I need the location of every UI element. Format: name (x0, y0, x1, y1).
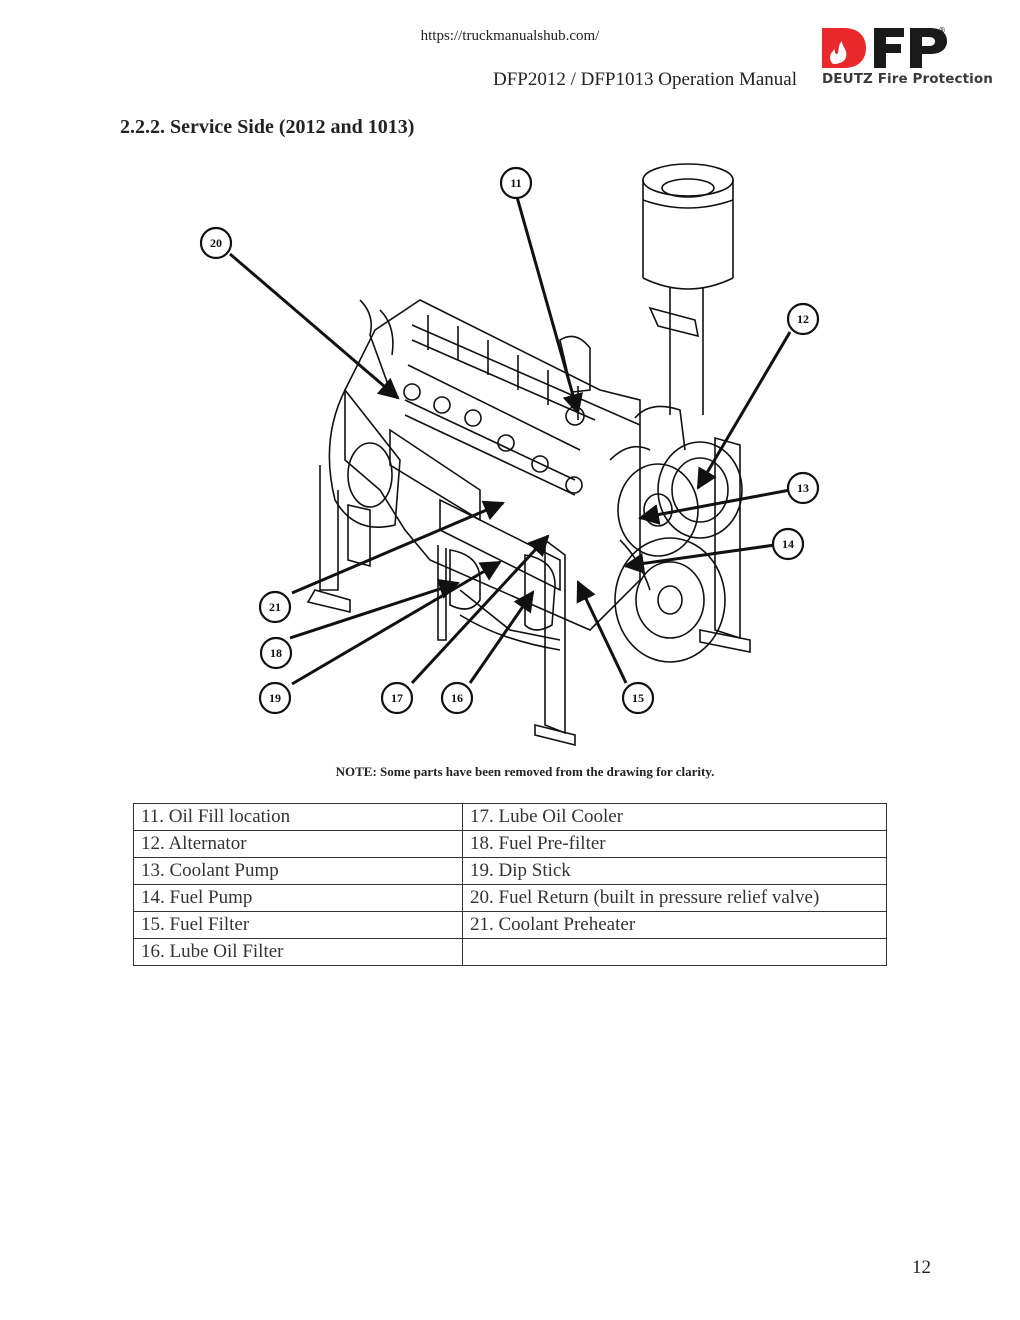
header-url: https://truckmanualshub.com/ (420, 28, 600, 44)
leader-21 (291, 500, 505, 595)
table-cell: 20. Fuel Return (built in pressure relie… (462, 884, 887, 912)
table-row: 13. Coolant Pump 19. Dip Stick (133, 857, 887, 885)
parts-table: 11. Oil Fill location 17. Lube Oil Coole… (133, 803, 887, 966)
leader-14 (622, 543, 776, 574)
callout-12: 12 (786, 302, 820, 336)
leader-18 (289, 578, 460, 640)
table-cell (462, 938, 887, 966)
callout-18-label: 18 (270, 646, 282, 660)
callout-14-label: 14 (782, 537, 794, 551)
table-cell: 16. Lube Oil Filter (133, 938, 463, 966)
callout-16-label: 16 (451, 691, 463, 705)
table-cell: 18. Fuel Pre-filter (462, 830, 887, 858)
registered-mark: ® (938, 26, 946, 35)
leader-17 (410, 534, 550, 685)
table-cell: 15. Fuel Filter (133, 911, 463, 939)
engine-diagram: 11 12 13 14 15 16 17 18 19 20 21 (180, 160, 860, 760)
leader-13 (637, 488, 791, 525)
diagram-note: NOTE: Some parts have been removed from … (335, 764, 715, 779)
callout-11-label: 11 (510, 176, 521, 190)
callout-17: 17 (380, 681, 414, 715)
leader-lines (229, 196, 792, 686)
table-cell: 19. Dip Stick (462, 857, 887, 885)
table-row: 12. Alternator 18. Fuel Pre-filter (133, 830, 887, 858)
leader-15 (576, 580, 628, 684)
table-cell: 17. Lube Oil Cooler (462, 803, 887, 831)
callout-20: 20 (199, 226, 233, 260)
table-row: 15. Fuel Filter 21. Coolant Preheater (133, 911, 887, 939)
callout-15: 15 (621, 681, 655, 715)
flywheel-housing (306, 299, 401, 614)
callout-17-label: 17 (391, 691, 403, 705)
callout-15-label: 15 (632, 691, 644, 705)
table-cell: 13. Coolant Pump (133, 857, 463, 885)
engine-block (344, 299, 641, 631)
callout-21: 21 (258, 590, 292, 624)
callout-11: 11 (499, 166, 533, 200)
callout-19-label: 19 (269, 691, 281, 705)
callout-16: 16 (440, 681, 474, 715)
callout-20-label: 20 (210, 236, 222, 250)
callout-19: 19 (258, 681, 292, 715)
table-cell: 11. Oil Fill location (133, 803, 463, 831)
page-number: 12 (912, 1257, 931, 1278)
engine-drawing: 11 12 13 14 15 16 17 18 19 20 21 (199, 163, 820, 747)
callout-12-label: 12 (797, 312, 809, 326)
callout-14: 14 (771, 527, 805, 561)
callout-13-label: 13 (797, 481, 809, 495)
leader-12 (696, 331, 792, 490)
table-row: 11. Oil Fill location 17. Lube Oil Coole… (133, 803, 887, 831)
table-cell: 21. Coolant Preheater (462, 911, 887, 939)
leader-19 (291, 560, 502, 686)
callout-13: 13 (786, 471, 820, 505)
manual-title: DFP2012 / DFP1013 Operation Manual (493, 69, 797, 90)
logo-text: DEUTZ Fire Protection (822, 71, 993, 87)
leader-20 (229, 252, 400, 400)
dfp-logo: ® DEUTZ Fire Protection (820, 24, 993, 94)
callout-18: 18 (259, 636, 293, 670)
pulleys (609, 405, 743, 663)
table-cell: 12. Alternator (133, 830, 463, 858)
table-row: 14. Fuel Pump 20. Fuel Return (built in … (133, 884, 887, 912)
table-cell: 14. Fuel Pump (133, 884, 463, 912)
air-cleaner (642, 163, 734, 415)
leader-16 (468, 590, 535, 684)
section-title: 2.2.2. Service Side (2012 and 1013) (120, 116, 415, 138)
dfp-logo-mark: ® (822, 26, 947, 68)
table-row: 16. Lube Oil Filter (133, 938, 887, 966)
leader-11 (515, 196, 583, 416)
callout-21-label: 21 (269, 600, 281, 614)
